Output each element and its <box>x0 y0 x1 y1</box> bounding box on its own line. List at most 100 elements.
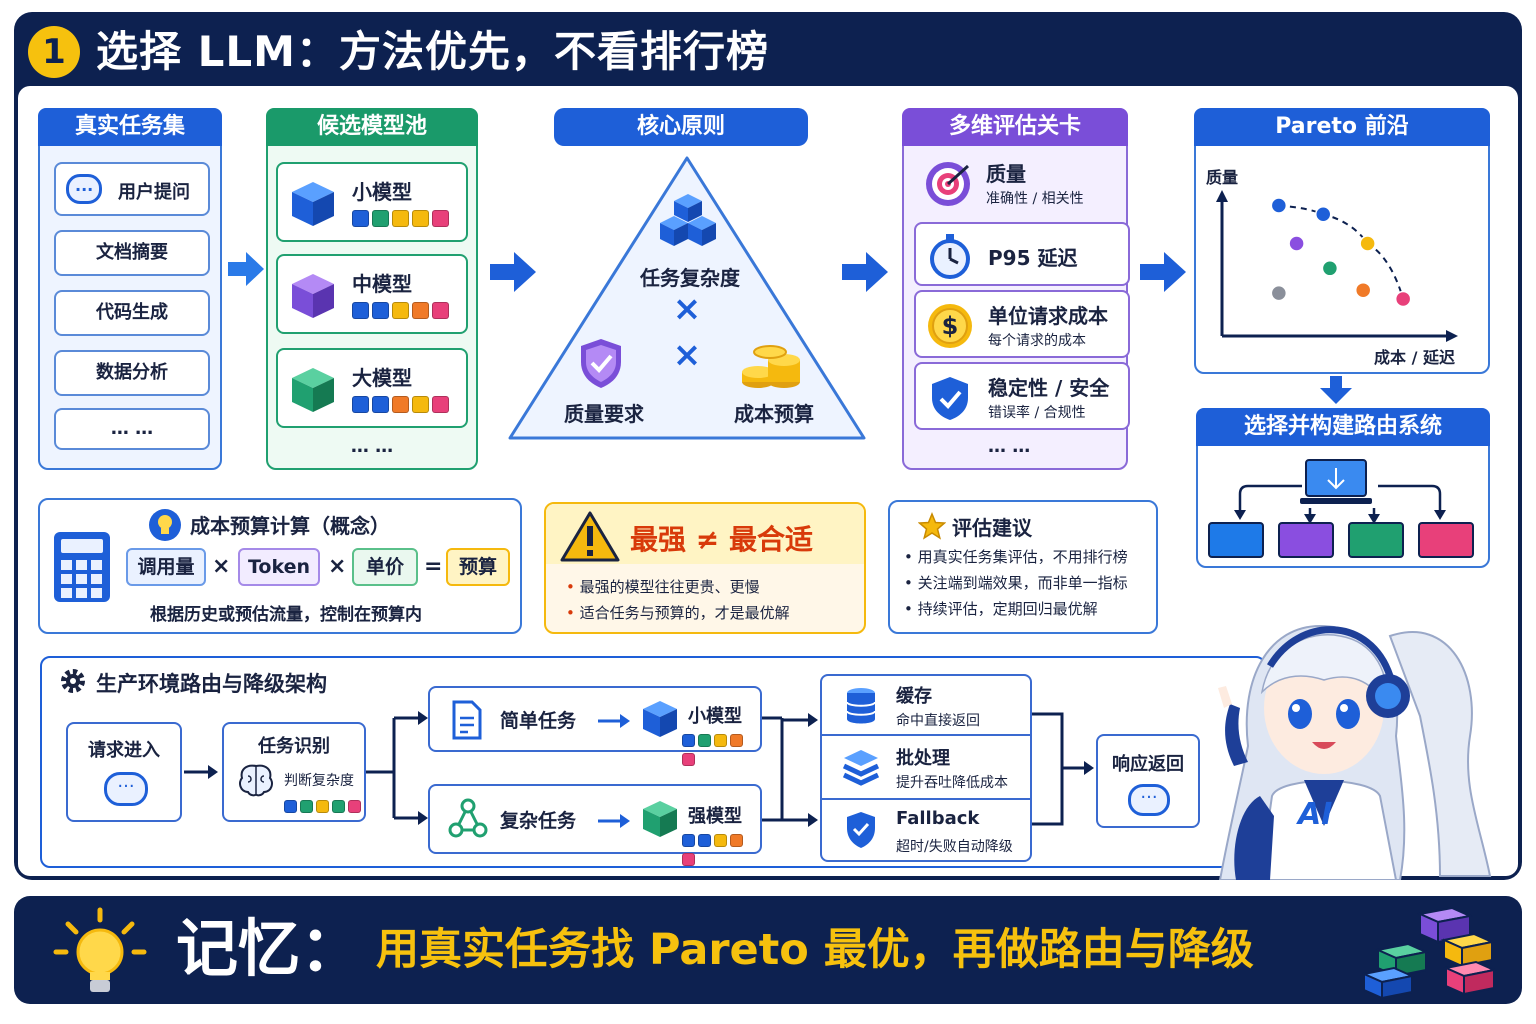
fallback-node[interactable]: Fallback 超时/失败自动降级 <box>822 800 1030 860</box>
small-model-label: 小模型 <box>688 706 742 727</box>
cube-blue-icon <box>292 182 334 226</box>
identify-label: 任务识别 <box>258 736 330 757</box>
model-card-large[interactable]: 大模型 <box>276 348 468 428</box>
advice-bullet: • 用真实任务集评估，不用排行榜 <box>904 548 1128 566</box>
request-in-node[interactable]: 请求进入 ··· <box>66 722 182 822</box>
budget-title: 成本预算计算（概念） <box>190 514 390 538</box>
principle-title: 核心原则 <box>554 108 808 146</box>
gate-quality[interactable]: 质量 准确性 / 相关性 <box>914 150 1130 222</box>
budget-note: 根据历史或预估流量，控制在预算内 <box>150 605 422 625</box>
task-item-more[interactable]: … … <box>54 408 210 450</box>
shield-check-icon <box>581 339 621 388</box>
advice-bullet: • 持续评估，定期回归最优解 <box>904 600 1098 618</box>
gate-name: P95 延迟 <box>988 246 1078 270</box>
budget-term-price: 单价 <box>352 548 418 586</box>
layers-icon <box>842 750 880 786</box>
ai-mascot-illustration: AI <box>1218 624 1492 880</box>
document-icon <box>452 700 482 740</box>
model-card-small[interactable]: 小模型 <box>276 162 468 242</box>
response-connector <box>1032 712 1094 826</box>
chat-bubble-icon: ··· <box>104 772 148 806</box>
task-item-question[interactable]: ··· 用户提问 <box>54 162 210 216</box>
merge-connector <box>762 713 818 827</box>
warning-bullet: • 最强的模型往往更贵、更慢 <box>566 578 760 596</box>
advice-panel: 评估建议 • 用真实任务集评估，不用排行榜 • 关注端到端效果，而非单一指标 •… <box>888 500 1158 634</box>
arrow-down-icon <box>1320 376 1352 404</box>
arrow-right-icon <box>842 252 888 292</box>
fallback-sub: 超时/失败自动降级 <box>896 839 1013 855</box>
model-card-medium[interactable]: 中模型 <box>276 254 468 334</box>
page-title: 选择 LLM：方法优先，不看排行榜 <box>96 27 769 76</box>
pareto-title: Pareto 前沿 <box>1194 108 1490 146</box>
memory-bar <box>14 896 1522 1004</box>
target-icon <box>926 162 970 206</box>
response-node[interactable]: 响应返回 ··· <box>1096 734 1200 828</box>
fallback-stack: 缓存 命中直接返回 批处理 提升吞吐降低成本 Fallback 超时/失败自动降… <box>820 674 1032 862</box>
shield-check-icon <box>847 812 875 848</box>
warning-title: 最强 ≠ 最合适 <box>630 523 813 556</box>
pareto-point-6 <box>1321 260 1339 277</box>
pareto-xlabel: 成本 / 延迟 <box>1374 348 1455 367</box>
security-shield-icon <box>932 377 968 420</box>
budget-term-total: 预算 <box>446 548 510 586</box>
gate-name: 单位请求成本 <box>988 304 1108 328</box>
model-metric-squares <box>352 396 452 418</box>
budget-term-calls: 调用量 <box>126 548 206 586</box>
arrow-right-icon <box>598 814 630 828</box>
route-target-pink <box>1418 522 1474 558</box>
database-icon <box>846 688 876 724</box>
pareto-point-2 <box>1314 206 1332 223</box>
router-laptop-icon <box>1300 459 1372 504</box>
advice-bullet: • 关注端到端效果，而非单一指标 <box>904 574 1128 592</box>
chat-bubble-icon: ··· <box>66 174 102 204</box>
request-label: 请求进入 <box>88 740 160 761</box>
model-pool-title: 候选模型池 <box>266 108 478 146</box>
task-item-codegen[interactable]: 代码生成 <box>54 290 210 336</box>
routing-system-title: 选择并构建路由系统 <box>1196 408 1490 446</box>
arrow-right-icon <box>228 252 264 286</box>
identify-sub: 判断复杂度 <box>284 773 354 789</box>
gate-cost[interactable]: $ 单位请求成本 每个请求的成本 <box>914 290 1130 358</box>
small-model-squares <box>682 732 760 770</box>
cube-green-icon <box>292 368 334 412</box>
model-metric-squares <box>352 210 452 232</box>
simple-task-node[interactable]: 简单任务 小模型 <box>428 686 762 766</box>
gate-latency[interactable]: P95 延迟 <box>914 222 1130 286</box>
task-identify-node[interactable]: 任务识别 判断复杂度 <box>222 722 366 822</box>
pareto-point-4 <box>1394 290 1412 308</box>
model-more: … … <box>350 436 394 457</box>
gear-icon <box>61 669 85 693</box>
cube-blue-icon <box>643 701 677 737</box>
eval-gates-panel: 多维评估关卡 质量 准确性 / 相关性 P95 延迟 $ 单位请求成本 每个请求… <box>902 108 1130 470</box>
budget-term-token: Token <box>238 548 320 586</box>
fallback-name: Fallback <box>896 808 980 829</box>
warning-bullet: • 适合任务与预算的，才是最优解 <box>566 604 790 622</box>
svg-text:×: × <box>673 335 702 375</box>
principle-cost: 成本预算 <box>734 402 814 426</box>
gate-sub: 每个请求的成本 <box>988 333 1086 349</box>
model-name: 大模型 <box>352 366 412 390</box>
identify-squares <box>284 798 364 817</box>
gate-stability[interactable]: 稳定性 / 安全 错误率 / 合规性 <box>914 362 1130 430</box>
cube-green-icon <box>643 801 677 837</box>
model-metric-squares <box>352 302 452 324</box>
budget-equals: = <box>424 554 443 579</box>
cube-purple-icon <box>292 274 334 318</box>
route-target-green <box>1348 522 1404 558</box>
complex-task-node[interactable]: 复杂任务 强模型 <box>428 784 762 866</box>
svg-text:$: $ <box>942 312 959 340</box>
task-set-title: 真实任务集 <box>38 108 222 146</box>
pareto-chart <box>1216 190 1458 342</box>
task-item-summary[interactable]: 文档摘要 <box>54 230 210 276</box>
brain-icon <box>239 764 273 797</box>
lightbulb-icon <box>149 509 181 541</box>
arrow-right-icon <box>490 252 536 292</box>
memory-label: 记忆： <box>176 912 363 985</box>
batch-node[interactable]: 批处理 提升吞吐降低成本 <box>822 736 1030 800</box>
arrow-right-icon <box>1140 252 1186 292</box>
budget-times: × <box>212 554 231 579</box>
cache-node[interactable]: 缓存 命中直接返回 <box>822 676 1030 736</box>
task-item-label: 用户提问 <box>118 182 190 203</box>
budget-times: × <box>328 554 347 579</box>
task-item-analysis[interactable]: 数据分析 <box>54 350 210 396</box>
